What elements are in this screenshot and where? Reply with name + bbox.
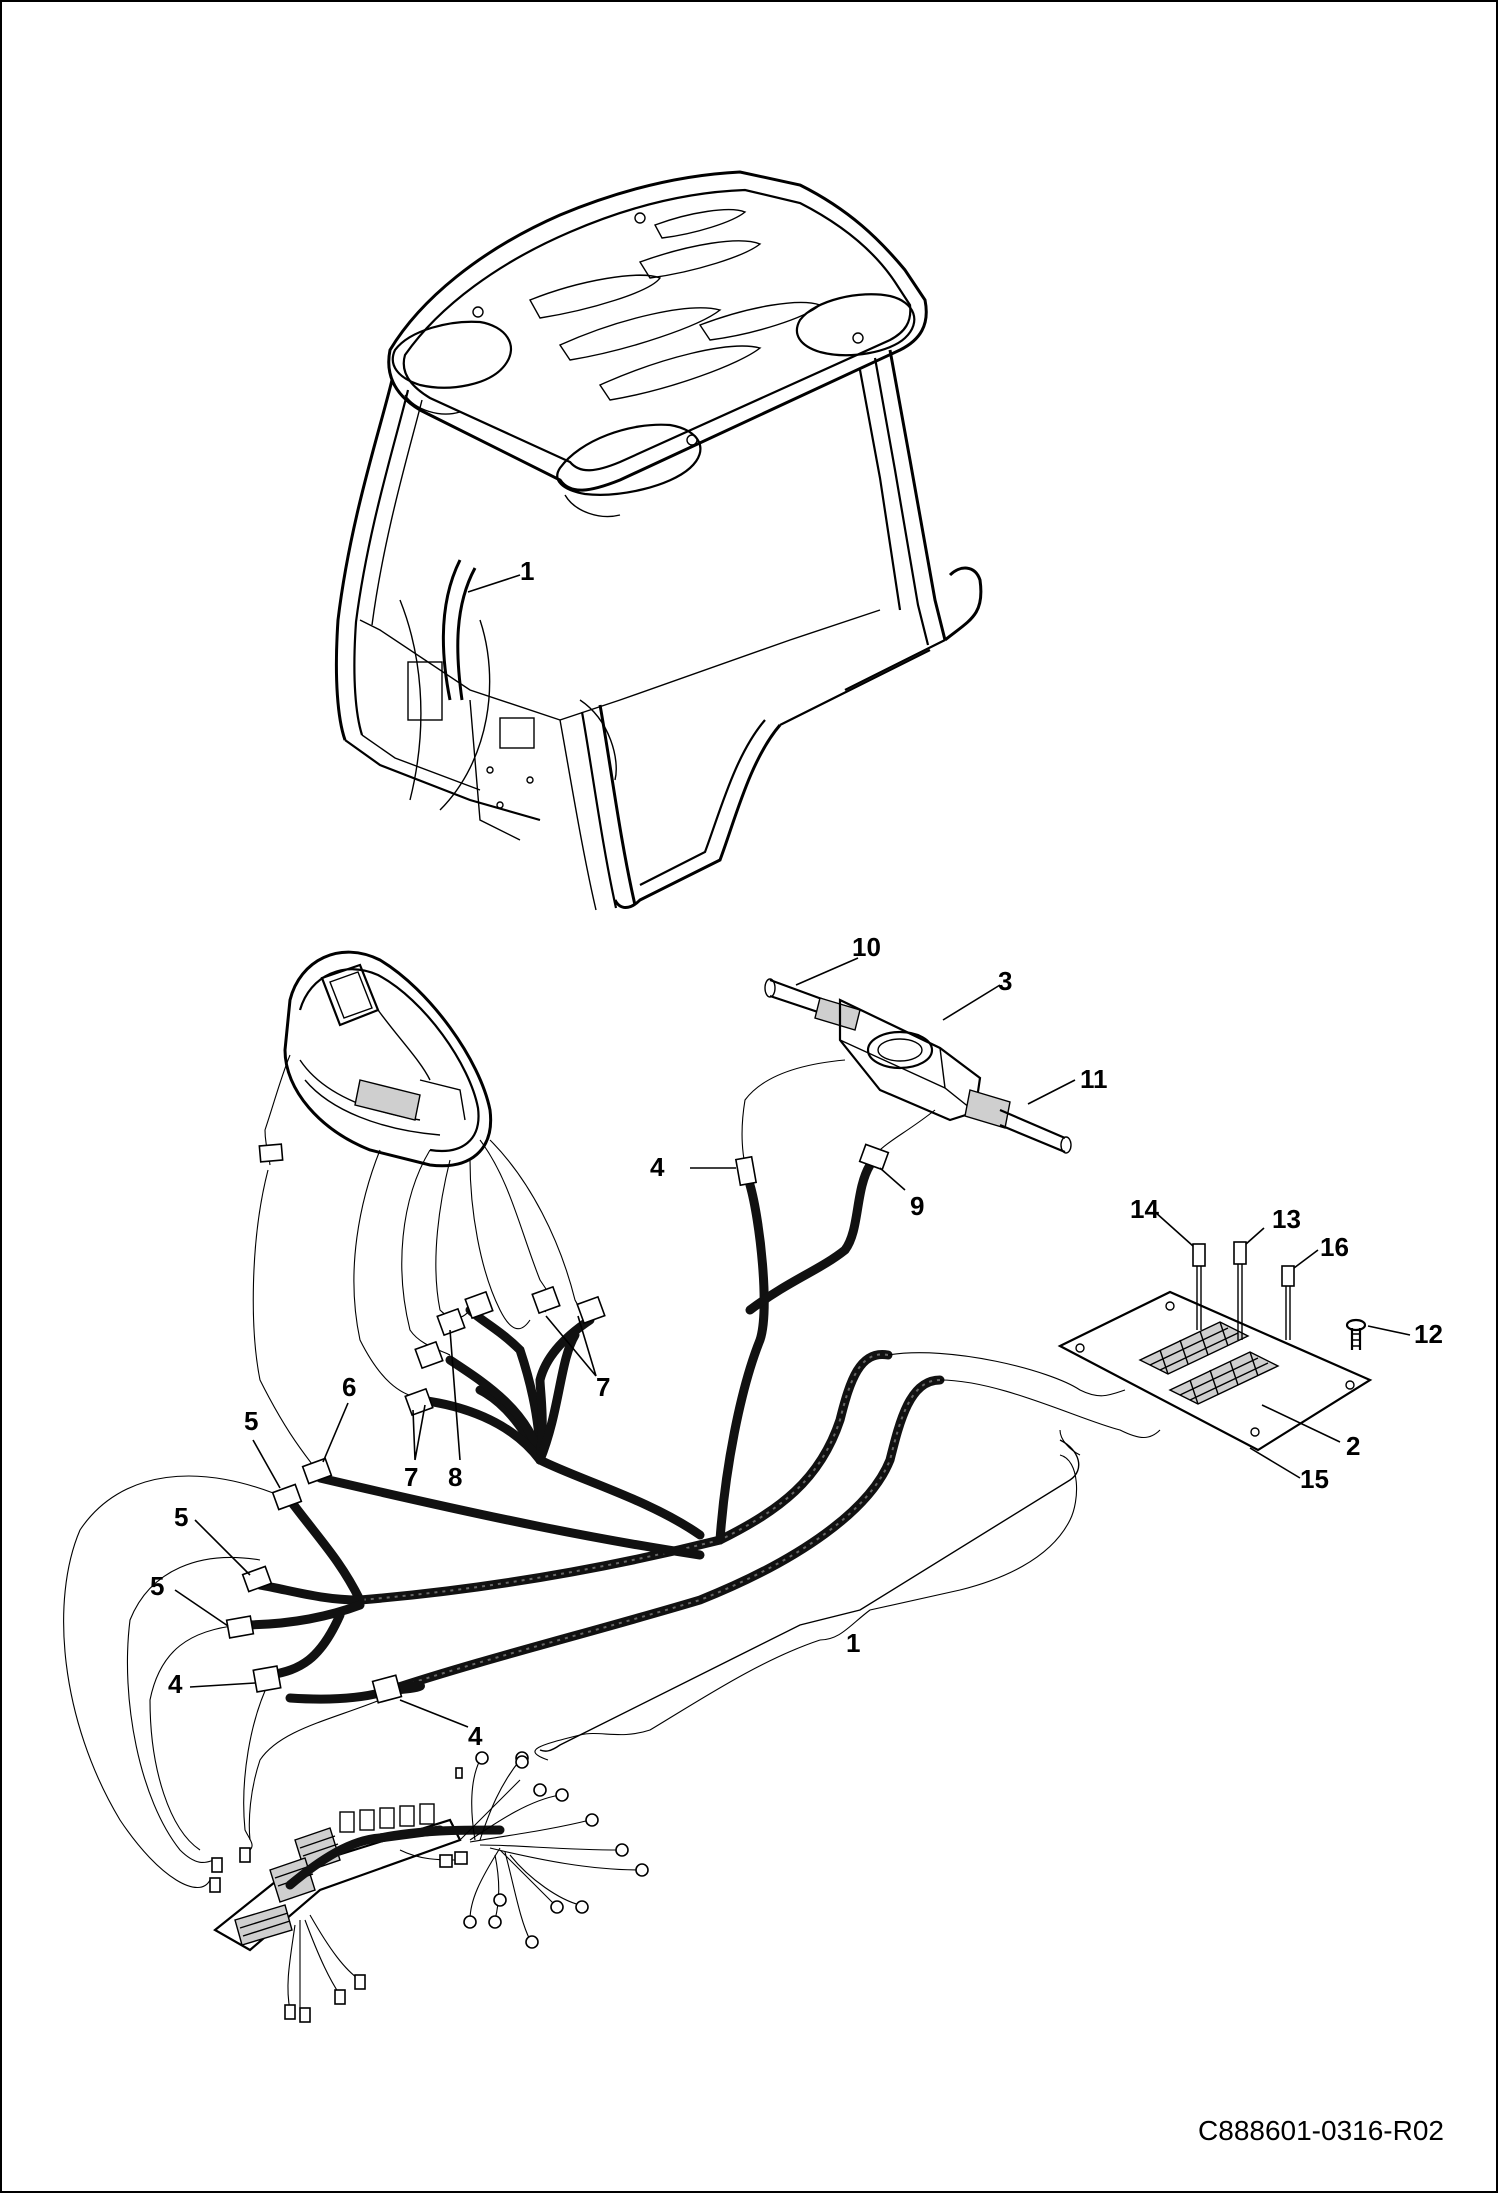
- callout-4-joystick: 4: [650, 1152, 665, 1182]
- fuse-14: [1192, 1243, 1206, 1267]
- callout-15: 15: [1300, 1464, 1329, 1494]
- leader-lines: [174, 574, 1411, 1728]
- callout-5-mid: 5: [174, 1502, 188, 1532]
- callout-5-low: 5: [150, 1571, 164, 1601]
- main-harness: [235, 1160, 945, 1704]
- connector-9: [858, 1143, 890, 1171]
- fuse-16: [1281, 1265, 1295, 1287]
- callout-16: 16: [1320, 1232, 1349, 1262]
- connector-5-low: [225, 1615, 255, 1639]
- callout-1-cab: 1: [520, 556, 534, 586]
- callout-9: 9: [910, 1191, 924, 1221]
- connector-4-left: [252, 1665, 282, 1693]
- callout-5-top: 5: [244, 1406, 258, 1436]
- callout-1-harness: 1: [846, 1628, 860, 1658]
- connector-7-upper: [464, 1290, 494, 1320]
- callout-8: 8: [448, 1462, 462, 1492]
- cab-canopy: [334, 170, 983, 911]
- connector-4-bottom: [371, 1674, 403, 1704]
- thin-wires: [63, 1054, 1161, 1889]
- callout-6: 6: [342, 1372, 356, 1402]
- assembly-bracket: [539, 1439, 1080, 1752]
- callout-7-right: 7: [596, 1372, 610, 1402]
- callout-10: 10: [852, 932, 881, 962]
- callout-4-left: 4: [168, 1669, 183, 1699]
- controller-board: [213, 1803, 462, 1952]
- connector-7-right-b: [576, 1295, 606, 1325]
- controller-wires: [284, 1751, 649, 2023]
- callout-labels: 1 10 3 11 4 9 14 13 16 12 7 6 5 2 15 7 8…: [150, 556, 1443, 1751]
- connector-5-mid: [241, 1565, 273, 1593]
- connector-7-lower: [404, 1387, 434, 1417]
- control-console: [283, 950, 493, 1168]
- screw: [1345, 1318, 1367, 1350]
- fuse-relay-panel: [1057, 1241, 1373, 1452]
- connector-8: [436, 1307, 466, 1337]
- connector-ctrl-d: [455, 1767, 463, 1779]
- connector-ctrl-a: [211, 1857, 223, 1873]
- connectors: [209, 1143, 890, 1893]
- connector-5-top: [271, 1483, 303, 1511]
- relay-block: [1138, 1321, 1280, 1405]
- callout-14: 14: [1130, 1194, 1159, 1224]
- callout-3: 3: [998, 966, 1012, 996]
- joystick-assembly: [764, 978, 1072, 1154]
- connector-ctrl-b: [209, 1877, 221, 1893]
- connector-7-right-a: [531, 1285, 561, 1315]
- callout-12: 12: [1414, 1319, 1443, 1349]
- connector-6: [301, 1457, 333, 1485]
- connector-ctrl-c: [239, 1847, 251, 1863]
- connector-4-joystick: [734, 1155, 758, 1187]
- callout-13: 13: [1272, 1204, 1301, 1234]
- fuse-13: [1233, 1241, 1247, 1265]
- callout-2: 2: [1346, 1431, 1360, 1461]
- connector-7-mid: [414, 1340, 444, 1370]
- drawing-id: C888601-0316-R02: [1198, 2115, 1444, 2146]
- callout-4-bottom: 4: [468, 1721, 483, 1751]
- callout-11: 11: [1080, 1064, 1108, 1094]
- callout-7-left: 7: [404, 1462, 418, 1492]
- connector-console-left: [258, 1143, 284, 1163]
